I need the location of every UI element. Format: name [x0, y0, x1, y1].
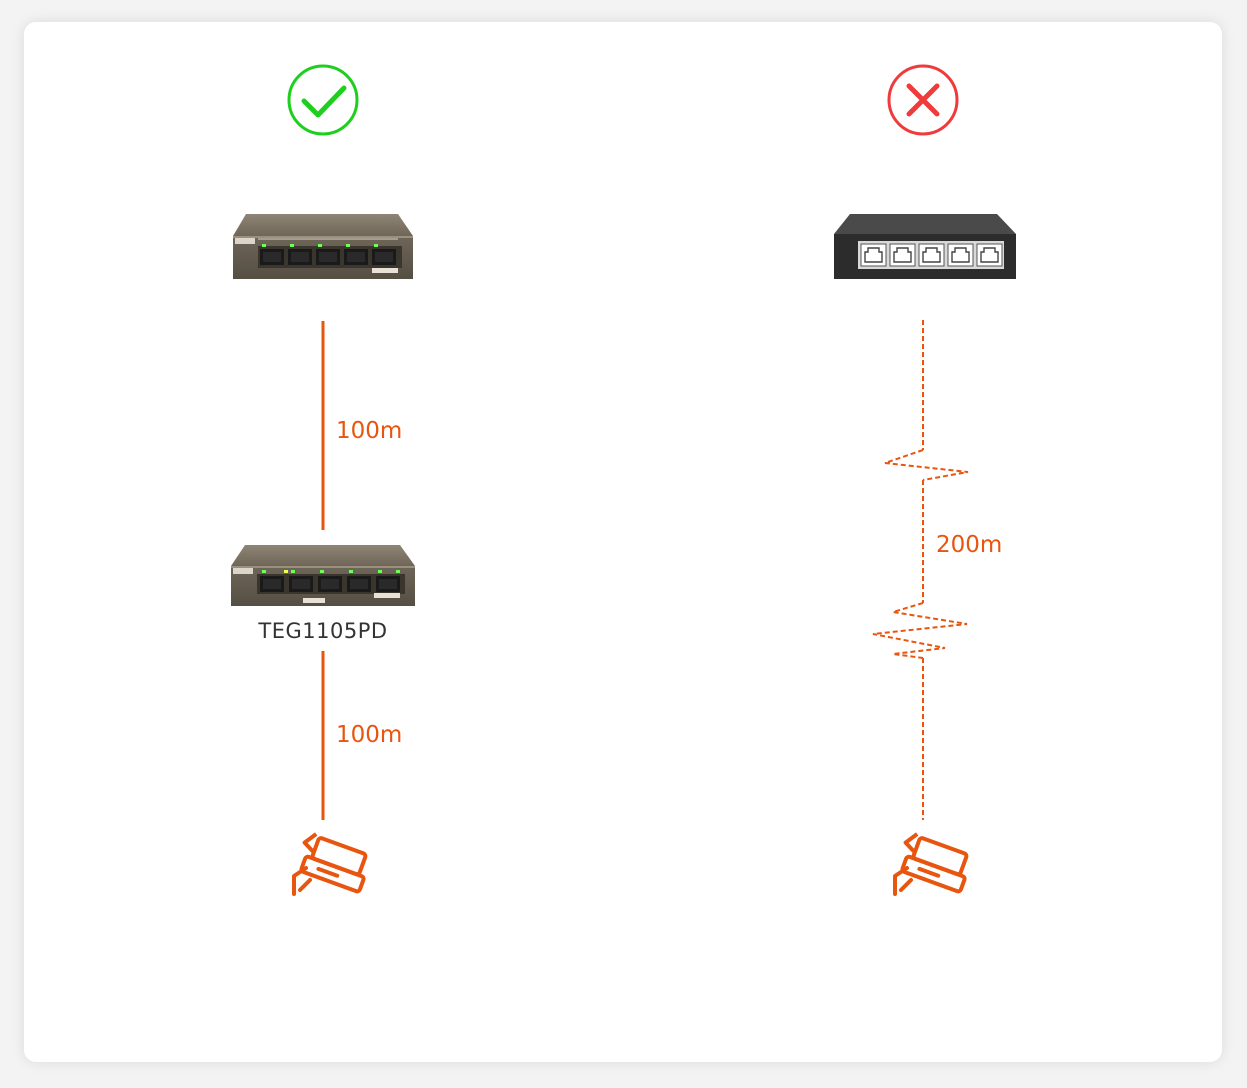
extender-switch-icon [231, 545, 415, 606]
diagram-card [24, 22, 1222, 1062]
right-segment-label: 200m [936, 532, 1002, 558]
left-poe-switch-icon [233, 214, 413, 279]
left-status-check-icon [287, 64, 359, 136]
extender-model-label: TEG1105PD [257, 619, 387, 643]
left-segment2-label: 100m [336, 722, 402, 748]
right-broken-cable [872, 320, 969, 820]
left-segment1-label: 100m [336, 418, 402, 444]
right-cctv-camera-icon [893, 829, 976, 896]
right-status-cross-icon [887, 64, 959, 136]
right-generic-switch-icon [834, 214, 1016, 279]
left-cctv-camera-icon [292, 829, 375, 896]
